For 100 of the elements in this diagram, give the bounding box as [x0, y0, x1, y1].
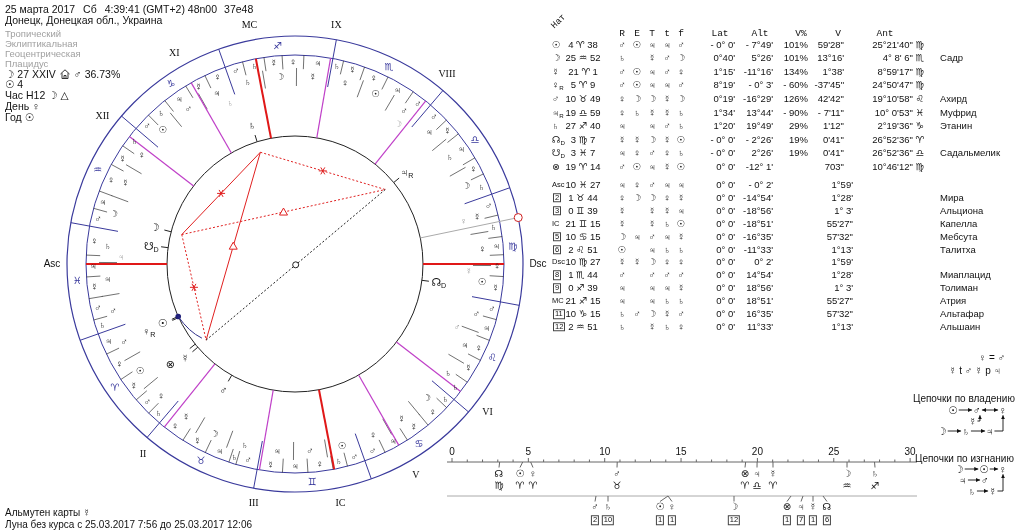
planet-glyph: ♄	[968, 485, 976, 497]
term-ruler-glyph: ♀	[316, 459, 324, 470]
term-ruler-glyph: ♀	[289, 57, 297, 67]
chart-date: 25 марта 2017	[5, 3, 76, 15]
term-symbol: ☿	[663, 206, 671, 216]
planet-glyph: ♃$_{R}$	[400, 166, 414, 178]
planet-glyph: ♄	[871, 469, 879, 479]
reception-text: ☿ t ♂ ☿ p ♃	[948, 366, 1002, 376]
term-symbol: ☿	[663, 94, 671, 104]
planet-glyph: ♂	[591, 502, 599, 512]
planet-glyph: ☊	[494, 469, 504, 479]
house-label: IC	[335, 497, 346, 508]
altitude-value: 18°51'	[746, 296, 773, 306]
antiscion-value: 2°19'36" ♑	[877, 121, 924, 131]
exaltation-symbol: ♂	[633, 309, 641, 319]
latitude-value: 0° 0'	[716, 231, 735, 242]
altitude-value: - 2°26'	[745, 134, 773, 145]
term-ruler-glyph: ♀	[429, 406, 437, 417]
latitude-value: 0° 0'	[716, 322, 735, 332]
term-symbol: ☿	[663, 107, 671, 118]
term-ruler-glyph: ☿	[464, 363, 472, 373]
zodiac-sign-glyph: ♒	[842, 481, 852, 491]
exaltation-symbol: ♀	[633, 180, 641, 190]
zodiac-sign-glyph: ♊	[307, 476, 317, 487]
day-ruler-text: День ♀	[5, 100, 40, 112]
zodiac-sign-glyph: ♑	[166, 79, 176, 90]
term-ruler-glyph: ♃	[389, 435, 397, 446]
face-symbol: ♄	[677, 244, 685, 255]
planet-symbol: ♄	[552, 121, 560, 131]
scale-number: 0	[449, 447, 455, 457]
latitude-value: 1°15'	[713, 66, 735, 77]
altitude-value: 13°44'	[746, 107, 773, 118]
triplicity-symbol: ☿	[648, 107, 656, 118]
speed-value: 55'27"	[826, 218, 853, 229]
face-symbol: ♃	[677, 206, 685, 216]
planet-glyph: ♃	[986, 425, 994, 437]
speed-value: 55'27"	[826, 296, 853, 306]
decan-ruler-glyph: ♂	[184, 104, 192, 114]
ruler-symbol: ♃	[618, 296, 626, 306]
arrow	[977, 414, 982, 422]
term-symbol: ♀	[663, 148, 671, 159]
zodiac-sign-glyph: ♍	[508, 241, 518, 252]
house-label: MC	[241, 20, 258, 31]
term-ruler-glyph: ♄	[230, 451, 238, 462]
planet-glyph: ☊$_{D}$	[431, 277, 447, 288]
latitude-value: 0° 0'	[716, 257, 735, 268]
term-ruler-glyph: ☿	[491, 283, 500, 294]
antiscion-value: 24°50'47" ♍	[872, 80, 924, 91]
speed-percent: 134%	[783, 66, 808, 77]
latitude-value: 0° 0'	[716, 180, 735, 190]
term-symbol: ♂	[663, 66, 671, 77]
term-ruler-glyph: ♂	[232, 66, 240, 76]
planet-glyph: ♃	[959, 474, 967, 486]
planet-glyph: ☿	[180, 352, 189, 364]
planet-glyph: ♂	[981, 474, 989, 486]
planet-glyph: ☉	[515, 469, 525, 479]
decan-ruler-glyph: ☽	[109, 209, 119, 219]
speed-value: 42'42"	[817, 94, 844, 104]
triplicity-symbol: ♃	[648, 66, 656, 77]
latitude-value: - 0° 0'	[710, 39, 735, 50]
triplicity-symbol: ♂	[648, 231, 656, 242]
face-symbol: ♄	[677, 296, 685, 306]
speed-value: 1°28'	[831, 193, 853, 203]
planet-glyph: ♂	[219, 384, 228, 396]
planet-symbol: ♀$_{R}$	[552, 80, 564, 91]
term-ruler-glyph: ♂	[414, 98, 422, 109]
term-symbol: ♃	[663, 180, 671, 190]
position-value: 1 ♉ 44	[568, 193, 598, 203]
face-symbol: ☉	[676, 218, 686, 229]
decan-ruler-glyph: ☿	[182, 412, 190, 422]
term-ruler-glyph: ♀	[90, 236, 98, 247]
position-value: 10 ♓ 27	[565, 180, 601, 190]
zodiac-sign-glyph: ♍	[494, 481, 504, 491]
ruler-symbol: ♄	[618, 322, 626, 332]
ruler-symbol: ♀	[618, 193, 626, 203]
face-symbol: ☿	[677, 193, 685, 203]
term-symbol: ♂	[663, 270, 671, 281]
speed-value: 13°16'	[817, 53, 844, 63]
planet-glyph: ♀	[999, 463, 1007, 475]
term-ruler-glyph: ♄	[155, 408, 163, 418]
antiscion-value: 4° 8' 6" ♏	[882, 53, 924, 63]
planet-glyph: ☉	[979, 463, 989, 475]
decan-ruler-glyph: ☉	[371, 89, 381, 99]
term-ruler-glyph: ♂	[143, 121, 151, 132]
planet-glyph: ♀$_{R}$	[142, 325, 156, 337]
term-ruler-glyph: ♄	[490, 222, 498, 232]
speed-percent: - 90%	[783, 107, 808, 118]
term-ruler-glyph: ☿	[270, 58, 278, 68]
planet-glyph: ☉	[157, 317, 168, 329]
sun-info-text: ☉ 4	[5, 78, 24, 90]
term-ruler-glyph: ♂	[350, 452, 358, 462]
planet-glyph: ☿	[989, 485, 997, 497]
latitude-value: 1°20'	[713, 121, 735, 131]
triplicity-symbol: ♃	[648, 283, 656, 293]
exaltation-symbol: ☉	[632, 66, 642, 77]
altitude-value: 16°35'	[746, 309, 773, 319]
term-ruler-glyph: ♃	[457, 144, 465, 155]
speed-value: 1'12"	[822, 121, 844, 131]
term-symbol: ♃	[663, 283, 671, 293]
triplicity-symbol: ☽	[647, 193, 657, 203]
